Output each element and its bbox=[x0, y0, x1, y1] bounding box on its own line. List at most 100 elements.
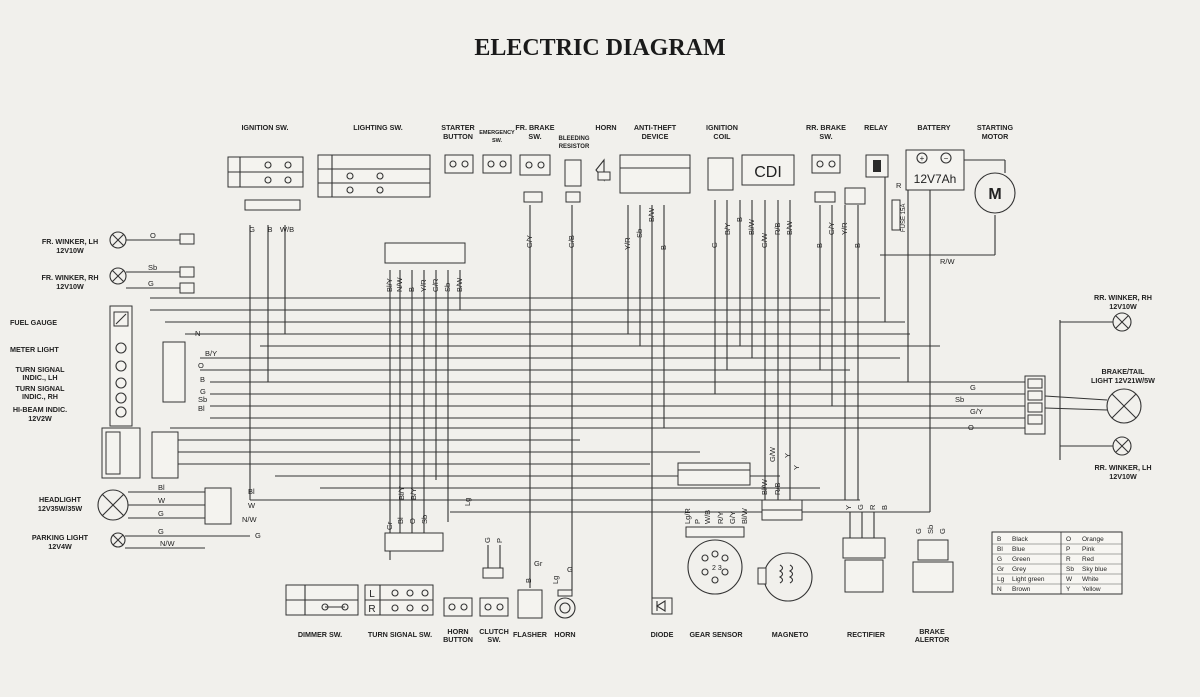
svg-text:12V10W: 12V10W bbox=[56, 282, 84, 291]
legend-color-name: Black bbox=[1012, 536, 1029, 543]
brake-tail-light: BRAKE/TAIL LIGHT 12V21W/5W bbox=[1044, 367, 1155, 424]
svg-text:COIL: COIL bbox=[713, 132, 731, 141]
magneto: Bl/W R/B G/W Y Y MAGNETO bbox=[757, 446, 813, 639]
svg-text:FR. WINKER, LH: FR. WINKER, LH bbox=[42, 237, 98, 246]
legend-color-name: Brown bbox=[1012, 586, 1031, 593]
svg-text:LIGHT 12V21W/5W: LIGHT 12V21W/5W bbox=[1091, 376, 1155, 385]
svg-text:Bl/Y: Bl/Y bbox=[385, 278, 394, 292]
relay: RELAY R FUSE 15A bbox=[864, 123, 907, 232]
svg-text:HORN: HORN bbox=[447, 627, 468, 636]
legend-color-name: Yellow bbox=[1082, 586, 1101, 593]
legend-color-name: Grey bbox=[1012, 566, 1027, 573]
svg-text:B/W: B/W bbox=[785, 220, 794, 235]
svg-text:LIGHTING SW.: LIGHTING SW. bbox=[353, 123, 403, 132]
svg-text:O: O bbox=[968, 423, 974, 432]
svg-text:RR. BRAKE: RR. BRAKE bbox=[806, 123, 846, 132]
svg-text:B: B bbox=[735, 217, 744, 222]
svg-text:12V10W: 12V10W bbox=[56, 246, 84, 255]
right-connector: G Sb G/Y O bbox=[955, 375, 1046, 435]
svg-text:Bl/W: Bl/W bbox=[740, 507, 749, 524]
legend-color-name: Pink bbox=[1082, 546, 1095, 553]
rr-winker-lh: RR. WINKER, LH 12V10W bbox=[1060, 436, 1152, 481]
svg-text:Sb: Sb bbox=[635, 229, 644, 238]
turn-signal-switch: L R TURN SIGNAL SW. bbox=[364, 584, 434, 639]
fr-winker-rh: FR. WINKER, RH 12V10W Sb G bbox=[41, 263, 195, 294]
svg-text:R: R bbox=[368, 604, 375, 615]
svg-text:SW.: SW. bbox=[819, 132, 832, 141]
svg-text:B: B bbox=[815, 243, 824, 248]
svg-text:Gr: Gr bbox=[385, 521, 394, 530]
svg-text:DIMMER SW.: DIMMER SW. bbox=[298, 630, 342, 639]
legend-code: R bbox=[1066, 556, 1071, 563]
horn-top: HORN bbox=[595, 123, 617, 182]
svg-text:BRAKE: BRAKE bbox=[919, 627, 945, 636]
svg-text:G/Y: G/Y bbox=[827, 222, 836, 235]
svg-text:FUSE 15A: FUSE 15A bbox=[901, 204, 907, 232]
svg-text:R: R bbox=[896, 181, 902, 190]
lighting-switch: LIGHTING SW. Bl/Y N/W B Y/R G/R Sb B/W bbox=[317, 123, 466, 293]
svg-text:Bl/W: Bl/W bbox=[760, 478, 769, 495]
svg-text:O: O bbox=[150, 231, 156, 240]
svg-text:Y: Y bbox=[844, 505, 853, 510]
svg-text:R: R bbox=[868, 504, 877, 510]
anti-theft-device: ANTI-THEFT DEVICE Y/R Sb B/W B bbox=[619, 123, 691, 250]
svg-text:−: − bbox=[944, 154, 949, 163]
legend-color-name: Sky blue bbox=[1082, 566, 1107, 573]
svg-text:O: O bbox=[408, 518, 417, 524]
svg-text:B: B bbox=[524, 578, 533, 583]
svg-text:N/W: N/W bbox=[395, 277, 404, 293]
svg-text:B: B bbox=[659, 245, 668, 250]
svg-text:G: G bbox=[158, 509, 164, 518]
svg-text:Bl: Bl bbox=[198, 404, 205, 413]
svg-text:Lg: Lg bbox=[551, 576, 560, 584]
bleeding-resistor: BLEEDING RESISTOR G/B bbox=[558, 136, 589, 248]
svg-text:DIODE: DIODE bbox=[651, 630, 674, 639]
svg-text:G/R: G/R bbox=[431, 278, 440, 292]
svg-text:R/Y: R/Y bbox=[716, 511, 725, 524]
rr-winker-rh: RR. WINKER, RH 12V10W bbox=[1060, 293, 1152, 332]
legend-code: O bbox=[1066, 536, 1071, 543]
svg-text:P: P bbox=[693, 519, 702, 524]
svg-text:SW.: SW. bbox=[487, 635, 500, 644]
svg-text:INDIC., LH: INDIC., LH bbox=[22, 373, 57, 382]
svg-text:N: N bbox=[195, 329, 200, 338]
svg-text:Bl: Bl bbox=[158, 483, 165, 492]
svg-text:G: G bbox=[200, 387, 206, 396]
gear-sensor: 2 3 Lg/R P W/B R/Y G/Y Bl/W GEAR SENSOR bbox=[677, 462, 751, 639]
svg-text:EMERGENCY: EMERGENCY bbox=[479, 130, 515, 136]
starting-motor: STARTING MOTOR M bbox=[964, 123, 1016, 214]
svg-text:12V35W/35W: 12V35W/35W bbox=[38, 504, 83, 513]
svg-text:SW.: SW. bbox=[528, 132, 541, 141]
wire-bus bbox=[150, 175, 1061, 600]
svg-text:SW.: SW. bbox=[492, 138, 503, 144]
brake-alertor: G Sb G BRAKE ALERTOR bbox=[912, 525, 954, 644]
svg-text:ALERTOR: ALERTOR bbox=[915, 635, 950, 644]
svg-text:B/W: B/W bbox=[647, 207, 656, 222]
svg-text:BUTTON: BUTTON bbox=[443, 132, 473, 141]
svg-text:G/Y: G/Y bbox=[728, 511, 737, 524]
legend-code: Lg bbox=[997, 576, 1005, 583]
svg-text:G: G bbox=[483, 537, 492, 543]
svg-text:12V4W: 12V4W bbox=[48, 542, 72, 551]
svg-text:METER LIGHT: METER LIGHT bbox=[10, 345, 59, 354]
svg-text:BLEEDING: BLEEDING bbox=[558, 136, 589, 142]
svg-text:BUTTON: BUTTON bbox=[443, 635, 473, 644]
svg-text:G: G bbox=[938, 528, 947, 534]
svg-text:Y/R: Y/R bbox=[623, 237, 632, 250]
legend-code: B bbox=[997, 536, 1001, 543]
svg-text:HI-BEAM INDIC.: HI-BEAM INDIC. bbox=[13, 405, 67, 414]
svg-text:N/W: N/W bbox=[242, 515, 258, 524]
svg-text:12V10W: 12V10W bbox=[1109, 472, 1137, 481]
legend-code: Y bbox=[1066, 586, 1071, 593]
svg-text:B: B bbox=[267, 225, 272, 234]
svg-text:R/W: R/W bbox=[940, 257, 956, 266]
svg-text:B/Y: B/Y bbox=[723, 223, 732, 235]
svg-text:STARTER: STARTER bbox=[441, 123, 475, 132]
svg-text:PARKING LIGHT: PARKING LIGHT bbox=[32, 533, 89, 542]
svg-text:FUEL GAUGE: FUEL GAUGE bbox=[10, 318, 57, 327]
svg-text:R/B: R/B bbox=[773, 222, 782, 235]
diagram-title: ELECTRIC DIAGRAM bbox=[474, 35, 725, 61]
legend-code: Gr bbox=[997, 566, 1005, 573]
svg-text:B: B bbox=[853, 243, 862, 248]
